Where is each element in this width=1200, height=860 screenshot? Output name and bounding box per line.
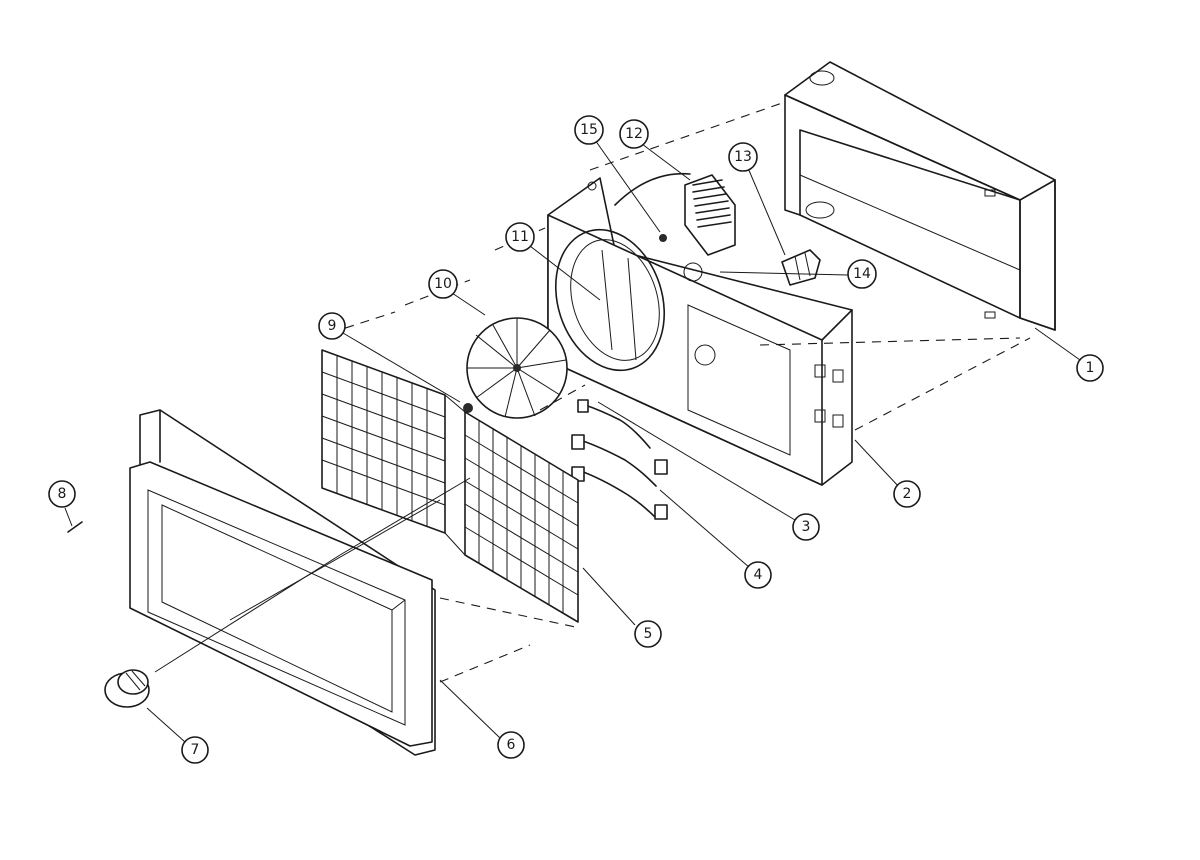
callout-1: 1	[1076, 354, 1104, 382]
callout-5: 5	[634, 620, 662, 648]
callout-15: 15	[574, 115, 604, 145]
callout-6-label: 6	[507, 737, 516, 753]
callout-2-label: 2	[903, 486, 912, 502]
part-heating-elements	[571, 399, 668, 520]
part-fan-blade	[466, 317, 568, 419]
part-transformer	[614, 172, 736, 282]
callout-11: 11	[505, 222, 535, 252]
part-grille	[321, 349, 579, 623]
assembly-lines	[154, 101, 1031, 683]
callout-8-label: 8	[58, 486, 67, 502]
callout-3: 3	[792, 513, 820, 541]
callout-9-label: 9	[328, 318, 337, 334]
part-front-panel	[547, 177, 853, 486]
part-switch	[781, 249, 821, 286]
callout-3-label: 3	[802, 519, 811, 535]
callout-12: 12	[619, 119, 649, 149]
callout-10: 10	[428, 269, 458, 299]
callout-7-label: 7	[191, 742, 200, 758]
callout-7: 7	[181, 736, 209, 764]
callout-14: 14	[847, 259, 877, 289]
callout-1-label: 1	[1086, 360, 1095, 376]
transformer-coil	[692, 179, 732, 228]
callout-6: 6	[497, 731, 525, 759]
callout-leaders	[64, 139, 1081, 743]
callout-10-label: 10	[434, 276, 452, 292]
part-knob	[104, 669, 150, 708]
callout-5-label: 5	[644, 626, 653, 642]
callout-2: 2	[893, 480, 921, 508]
callout-4: 4	[744, 561, 772, 589]
part-wall-box	[784, 61, 1056, 331]
callout-15-label: 15	[580, 122, 598, 138]
part-nut	[463, 403, 473, 413]
callout-11-label: 11	[511, 229, 529, 245]
callout-8: 8	[48, 480, 76, 508]
part-screw	[67, 521, 83, 533]
callout-14-label: 14	[853, 266, 871, 282]
callout-13: 13	[728, 142, 758, 172]
callout-4-label: 4	[754, 567, 763, 583]
part-front-cover	[129, 409, 436, 756]
callout-9: 9	[318, 312, 346, 340]
callout-12-label: 12	[625, 126, 643, 142]
callout-13-label: 13	[734, 149, 752, 165]
